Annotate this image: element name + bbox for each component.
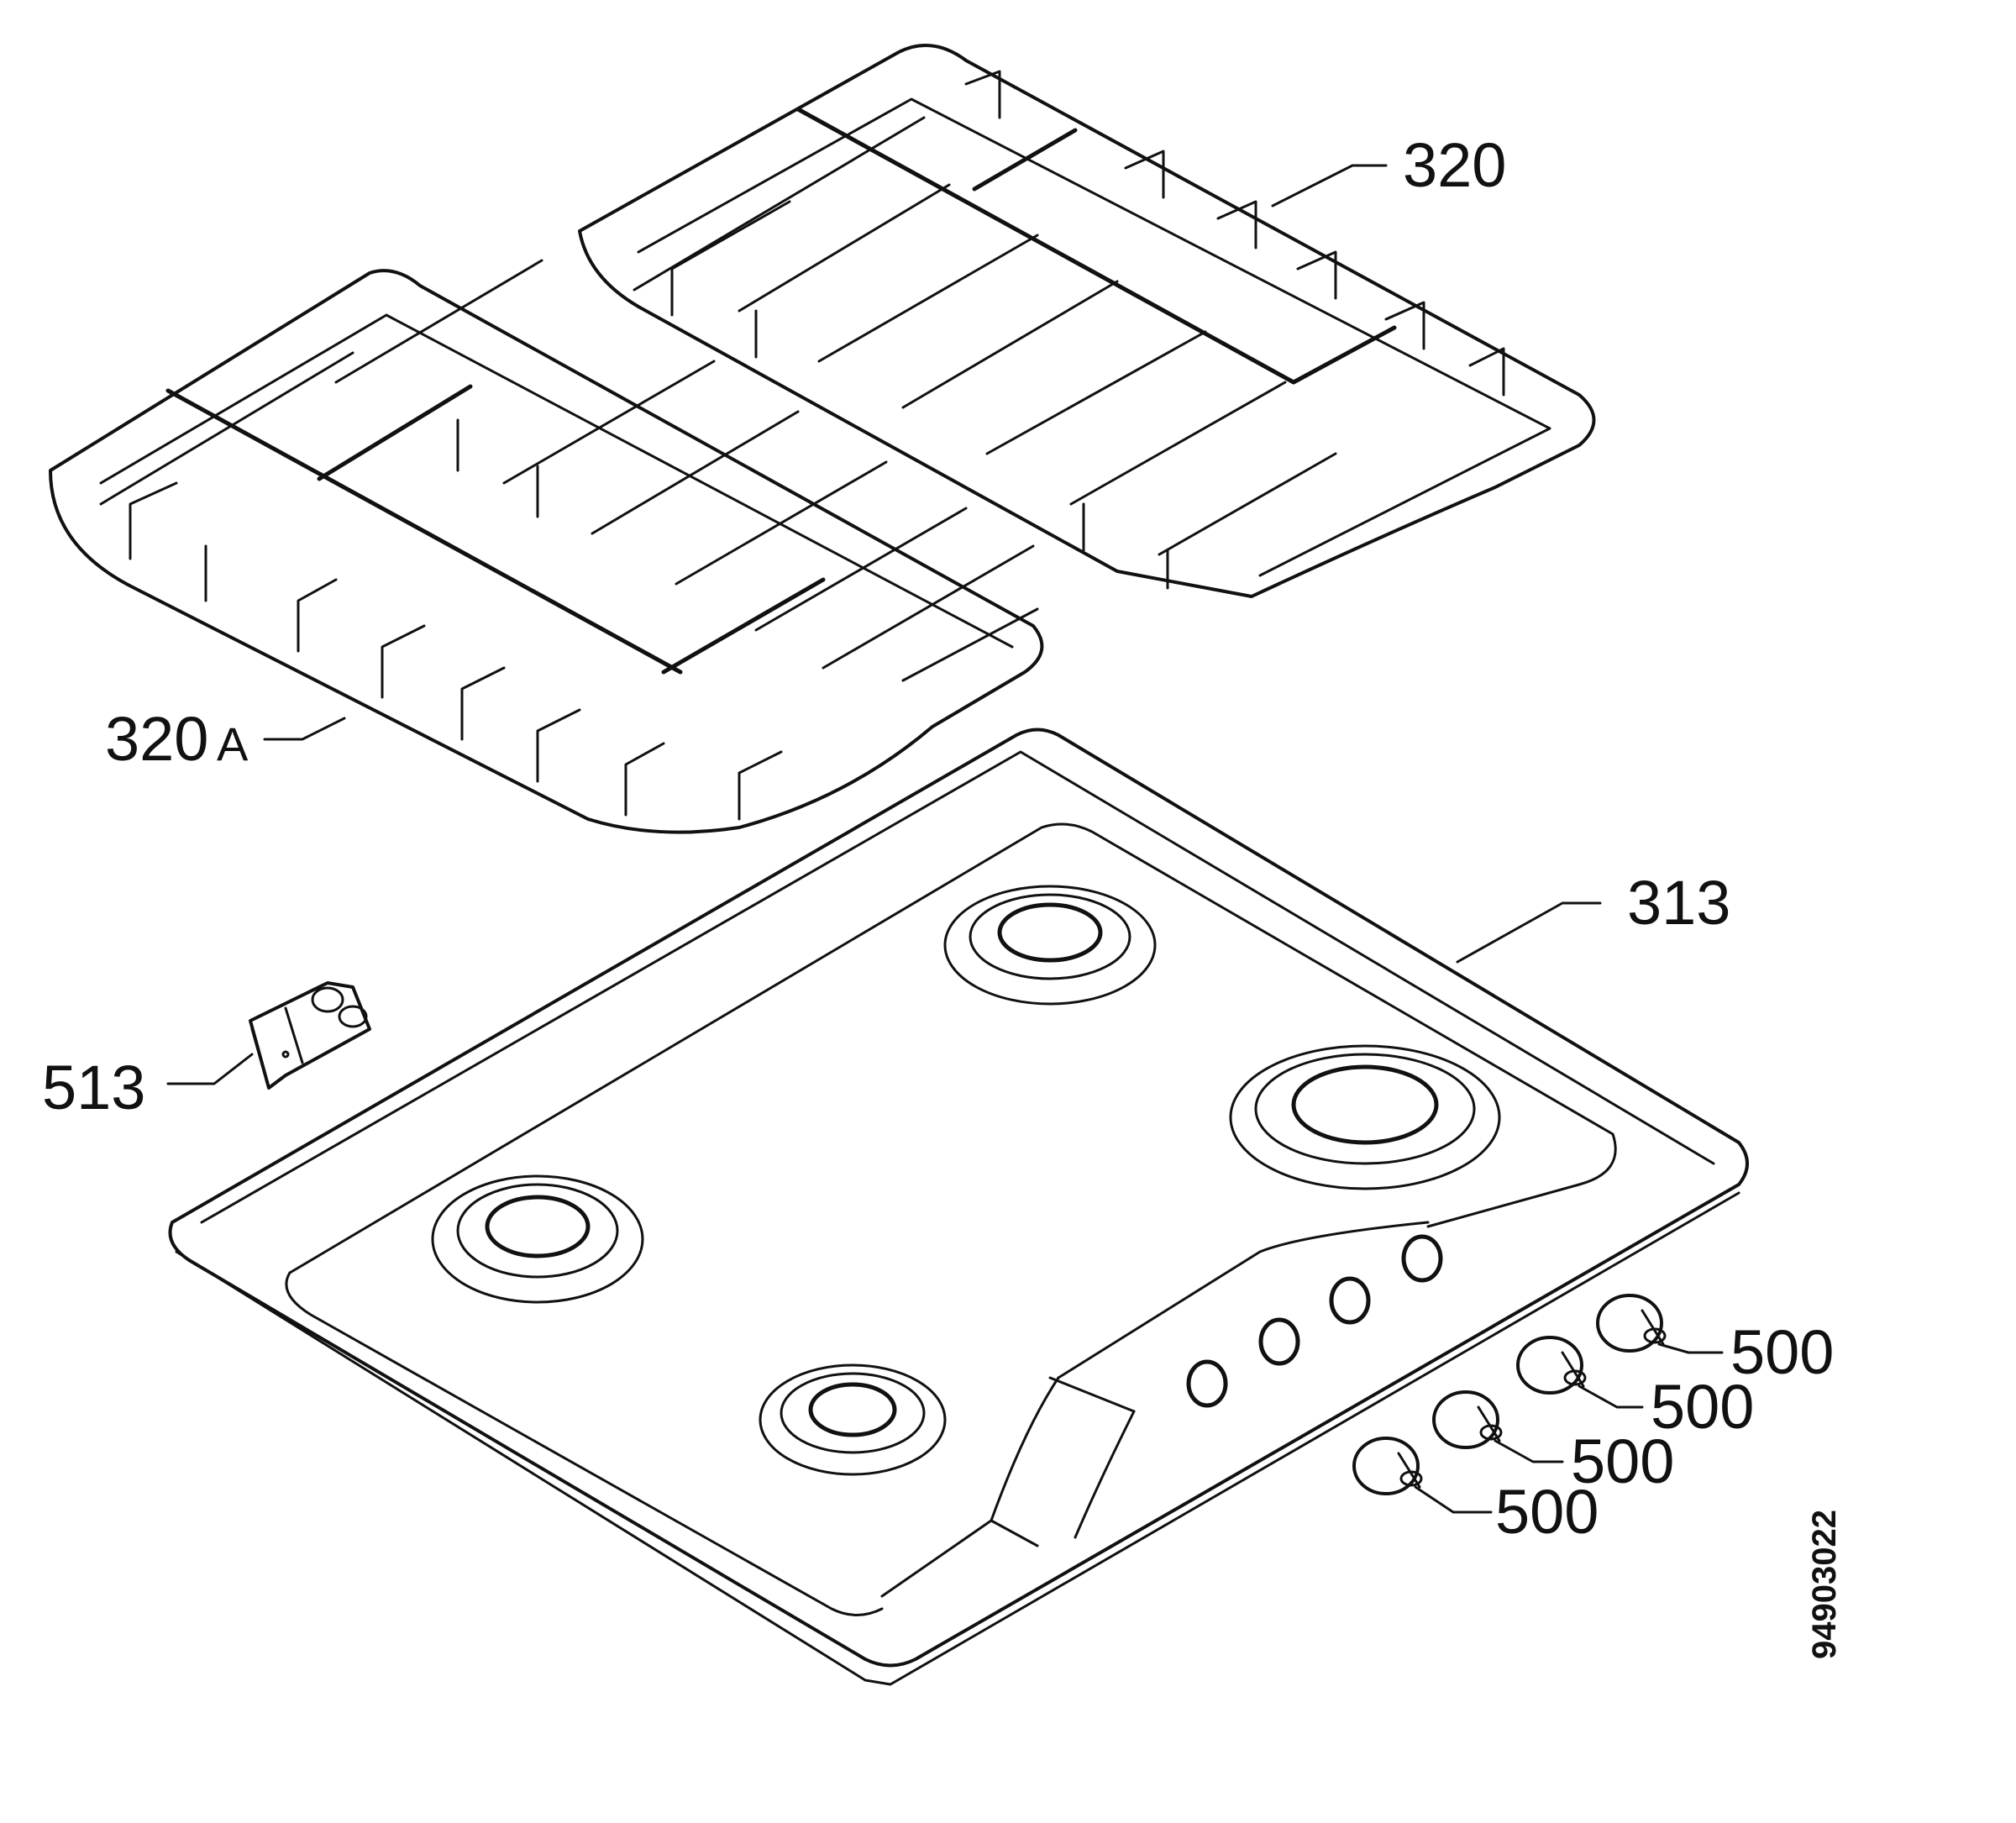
label-500-3: 500 [1571, 1426, 1674, 1496]
fixing-bracket[interactable] [249, 981, 371, 1090]
control-knob-4[interactable] [1352, 1437, 1423, 1495]
burner-rear-left [943, 885, 1157, 1006]
control-knob-1[interactable] [1596, 1294, 1667, 1353]
label-320: 320 [1403, 130, 1506, 200]
burner-front-left [431, 1174, 644, 1304]
control-knob-2[interactable] [1516, 1336, 1587, 1395]
label-500-4: 500 [1495, 1477, 1599, 1547]
label-313: 313 [1627, 868, 1730, 938]
label-500-1: 500 [1730, 1317, 1834, 1387]
leader-lines [166, 164, 1724, 1514]
pan-support-grid-right[interactable] [578, 44, 1596, 598]
drawing-number: 94903022 [1806, 1510, 1843, 1659]
burner-front-center [759, 1363, 947, 1476]
hob-top-plate[interactable] [168, 728, 1749, 1686]
label-500-2: 500 [1651, 1372, 1754, 1442]
label-320a-number: 320 [105, 704, 208, 774]
label-513: 513 [42, 1053, 145, 1122]
control-knob-3[interactable] [1432, 1390, 1503, 1449]
burner-rear-right [1229, 1044, 1501, 1190]
label-320a-suffix: A [217, 717, 249, 770]
knob-holes [1186, 1234, 1443, 1408]
pan-support-grid-left[interactable] [49, 259, 1044, 834]
